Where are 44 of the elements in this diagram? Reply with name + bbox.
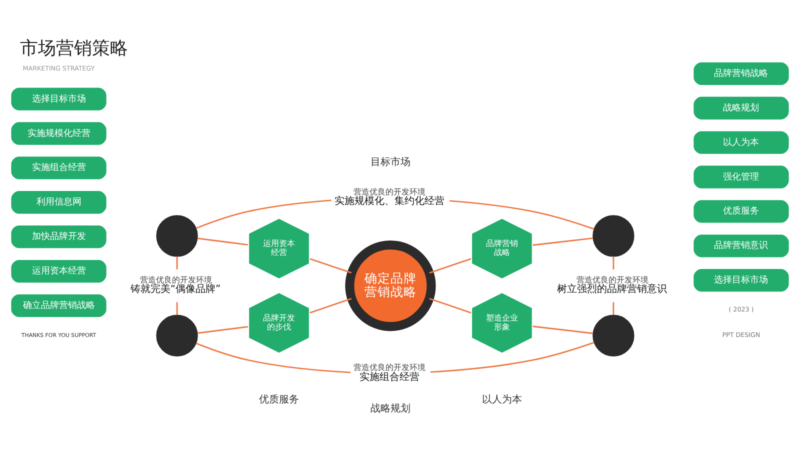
- connector: [176, 256, 178, 269]
- label: 目标市场: [370, 156, 410, 168]
- connector: [612, 256, 614, 269]
- label: 以人为本: [482, 394, 522, 406]
- node-box: 战略规划: [694, 96, 789, 119]
- node-box: 运用资本经营: [11, 259, 106, 282]
- node-circle: [156, 314, 198, 356]
- connector: [196, 342, 351, 373]
- node-box: 选择目标市场: [11, 87, 106, 110]
- connector: [197, 326, 248, 334]
- connector: [532, 325, 594, 334]
- connector: [176, 302, 178, 314]
- node-text: 营造优良的开发环境 铸就完美“偶像品牌”: [130, 274, 221, 294]
- node-text: 营造优良的开发环境 实施规模化、集约化经营: [334, 186, 444, 207]
- node-box: 确立品牌营销战略: [11, 294, 106, 317]
- node-circle: 确定品牌营销战略: [345, 240, 436, 331]
- label: 战略规划: [370, 403, 410, 414]
- node-text: 营造优良的开发环境 实施组合经营: [353, 362, 426, 382]
- connector: [197, 237, 248, 246]
- node-text: 营造优良的开发环境 树立强烈的品牌营销意识: [557, 274, 668, 294]
- node-box: 品牌营销战略: [694, 62, 789, 85]
- connector: [450, 200, 594, 230]
- connector: [532, 236, 594, 246]
- connector: [612, 302, 614, 314]
- node-box: 实施规模化经营: [11, 122, 106, 144]
- connector: [310, 258, 352, 274]
- node-box: 强化管理: [694, 165, 789, 188]
- node-circle: [592, 314, 634, 356]
- node-box: 实施组合经营: [11, 156, 106, 179]
- node-box: 品牌营销意识: [694, 234, 789, 257]
- diagram-title: 市场营销策略: [20, 37, 128, 58]
- node-box: 优质服务: [694, 200, 789, 222]
- node-box: 加快品牌开发: [11, 225, 106, 248]
- connector: [429, 258, 472, 274]
- node-circle: [156, 214, 198, 256]
- connector: [196, 199, 332, 228]
- connector: [310, 298, 352, 313]
- label: 优质服务: [259, 394, 300, 406]
- node-box: 选择目标市场: [694, 268, 789, 292]
- connector: [430, 341, 594, 372]
- node-box: 利用信息网: [11, 190, 106, 214]
- node-box: 以人为本: [694, 130, 789, 154]
- node-circle: [592, 214, 634, 256]
- connector: [429, 297, 472, 313]
